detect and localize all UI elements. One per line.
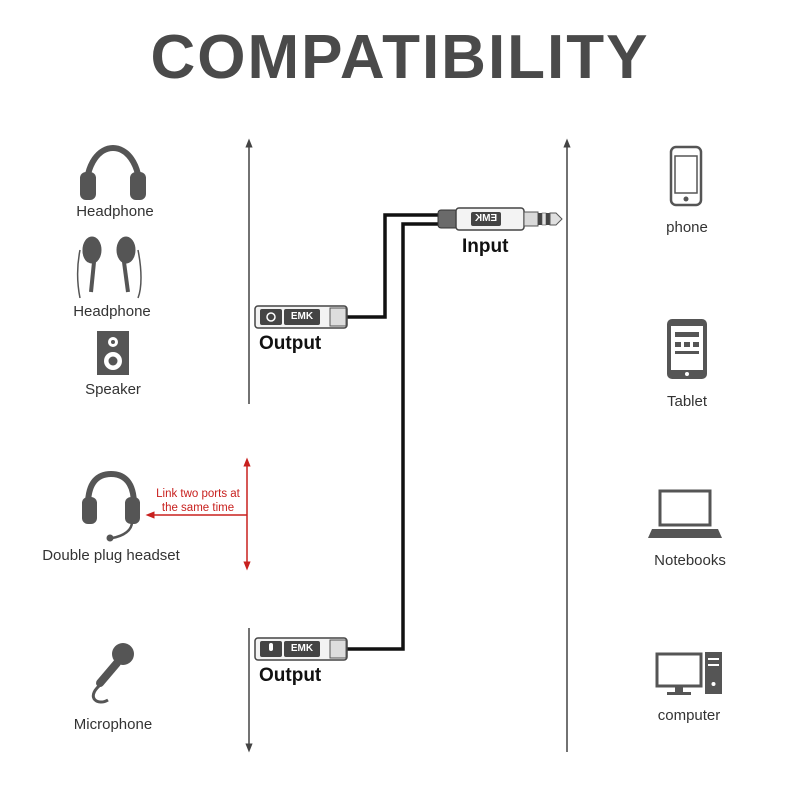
speaker-label: Speaker	[85, 381, 141, 398]
note-line-1: Link two ports at	[156, 488, 240, 500]
speaker-icon	[97, 331, 129, 375]
input-label: Input	[462, 236, 509, 257]
cable-output-bottom	[345, 222, 440, 651]
computer-label: computer	[657, 707, 721, 724]
input-plug	[437, 207, 563, 231]
double-plug-headset-label: Double plug headset	[42, 547, 180, 564]
notebooks-label: Notebooks	[654, 552, 726, 569]
headphone-label-1: Headphone	[76, 203, 154, 220]
output-top-socket	[254, 305, 348, 329]
laptop-icon	[648, 489, 722, 538]
headphone-label-2: Headphone	[73, 303, 151, 320]
input-brand-text: EMK	[474, 213, 498, 224]
link-two-ports-note: Link two ports at the same time	[150, 487, 246, 515]
output-bottom-socket	[254, 637, 348, 661]
output-bottom-brand-text: EMK	[290, 643, 314, 654]
phone-icon	[669, 145, 703, 207]
microphone-icon	[91, 643, 134, 704]
headset-with-mic-icon	[82, 470, 140, 542]
note-line-2: the same time	[161, 502, 235, 514]
microphone-label: Microphone	[73, 716, 153, 733]
output-top-label: Output	[259, 333, 322, 354]
tablet-icon	[667, 319, 707, 379]
output-top-brand-text: EMK	[290, 311, 314, 322]
earphone-icon	[76, 236, 142, 299]
desktop-computer-icon	[655, 652, 722, 695]
headphone-icon	[80, 144, 146, 200]
page-title: COMPATIBILITY	[150, 23, 650, 92]
output-bottom-label: Output	[259, 665, 322, 686]
cable-output-top	[345, 213, 440, 319]
phone-label: phone	[666, 219, 708, 236]
tablet-label: Tablet	[666, 393, 708, 410]
